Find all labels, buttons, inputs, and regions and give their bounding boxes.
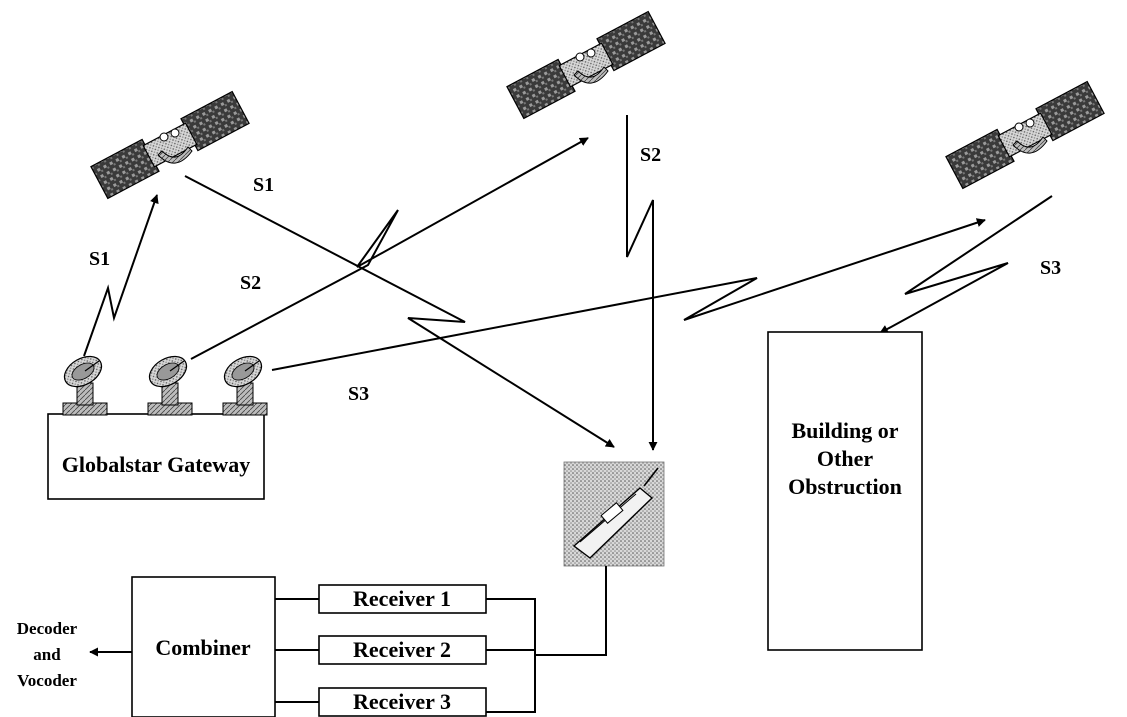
- handset-feed-line: [535, 566, 607, 656]
- s2-downlink-label: S2: [640, 144, 661, 166]
- gateway-dish-2-icon: [143, 349, 193, 416]
- obstruction-label-2: Other: [817, 446, 873, 471]
- s1-downlink-label: S1: [253, 174, 274, 196]
- obstruction-label-3: Obstruction: [788, 474, 902, 499]
- s1-uplink-path: [83, 194, 159, 357]
- s3-blocked-path: [879, 195, 1053, 334]
- receiver-2-label: Receiver 2: [353, 637, 451, 662]
- s3-blocked-label: S3: [1040, 257, 1061, 279]
- obstruction-label-1: Building or: [792, 418, 899, 443]
- satellite-3-icon: [945, 80, 1105, 190]
- gateway-box: [47, 413, 265, 500]
- obstruction-box: [767, 331, 923, 651]
- s1-uplink-label: S1: [89, 248, 110, 270]
- combiner-label: Combiner: [155, 635, 251, 660]
- s2-uplink-path: [190, 137, 589, 360]
- output-label-3: Vocoder: [17, 671, 77, 690]
- gateway-dish-1-icon: [58, 349, 108, 416]
- s2-uplink-label: S2: [240, 272, 261, 294]
- receiver-2-box: [318, 635, 487, 665]
- handset-icon: [563, 461, 665, 567]
- satellite-2-icon: [506, 10, 666, 120]
- receiver-3-box: [318, 687, 487, 717]
- s3-uplink-path: [271, 218, 986, 371]
- s1-downlink-path: [184, 175, 615, 448]
- receiver-1-label: Receiver 1: [353, 586, 451, 611]
- gateway-dish-3-icon: [218, 349, 268, 416]
- s3-uplink-label: S3: [348, 383, 369, 405]
- gateway-label: Globalstar Gateway: [62, 452, 250, 477]
- receiver-feed-bus: [486, 598, 536, 713]
- output-label-2: and: [33, 645, 61, 664]
- output-label-1: Decoder: [17, 619, 78, 638]
- s2-downlink-path: [626, 115, 658, 451]
- satellite-1-icon: [90, 90, 250, 200]
- combiner-receiver-links: [275, 598, 319, 703]
- combiner-box: [131, 576, 276, 717]
- receiver-3-label: Receiver 3: [353, 689, 451, 714]
